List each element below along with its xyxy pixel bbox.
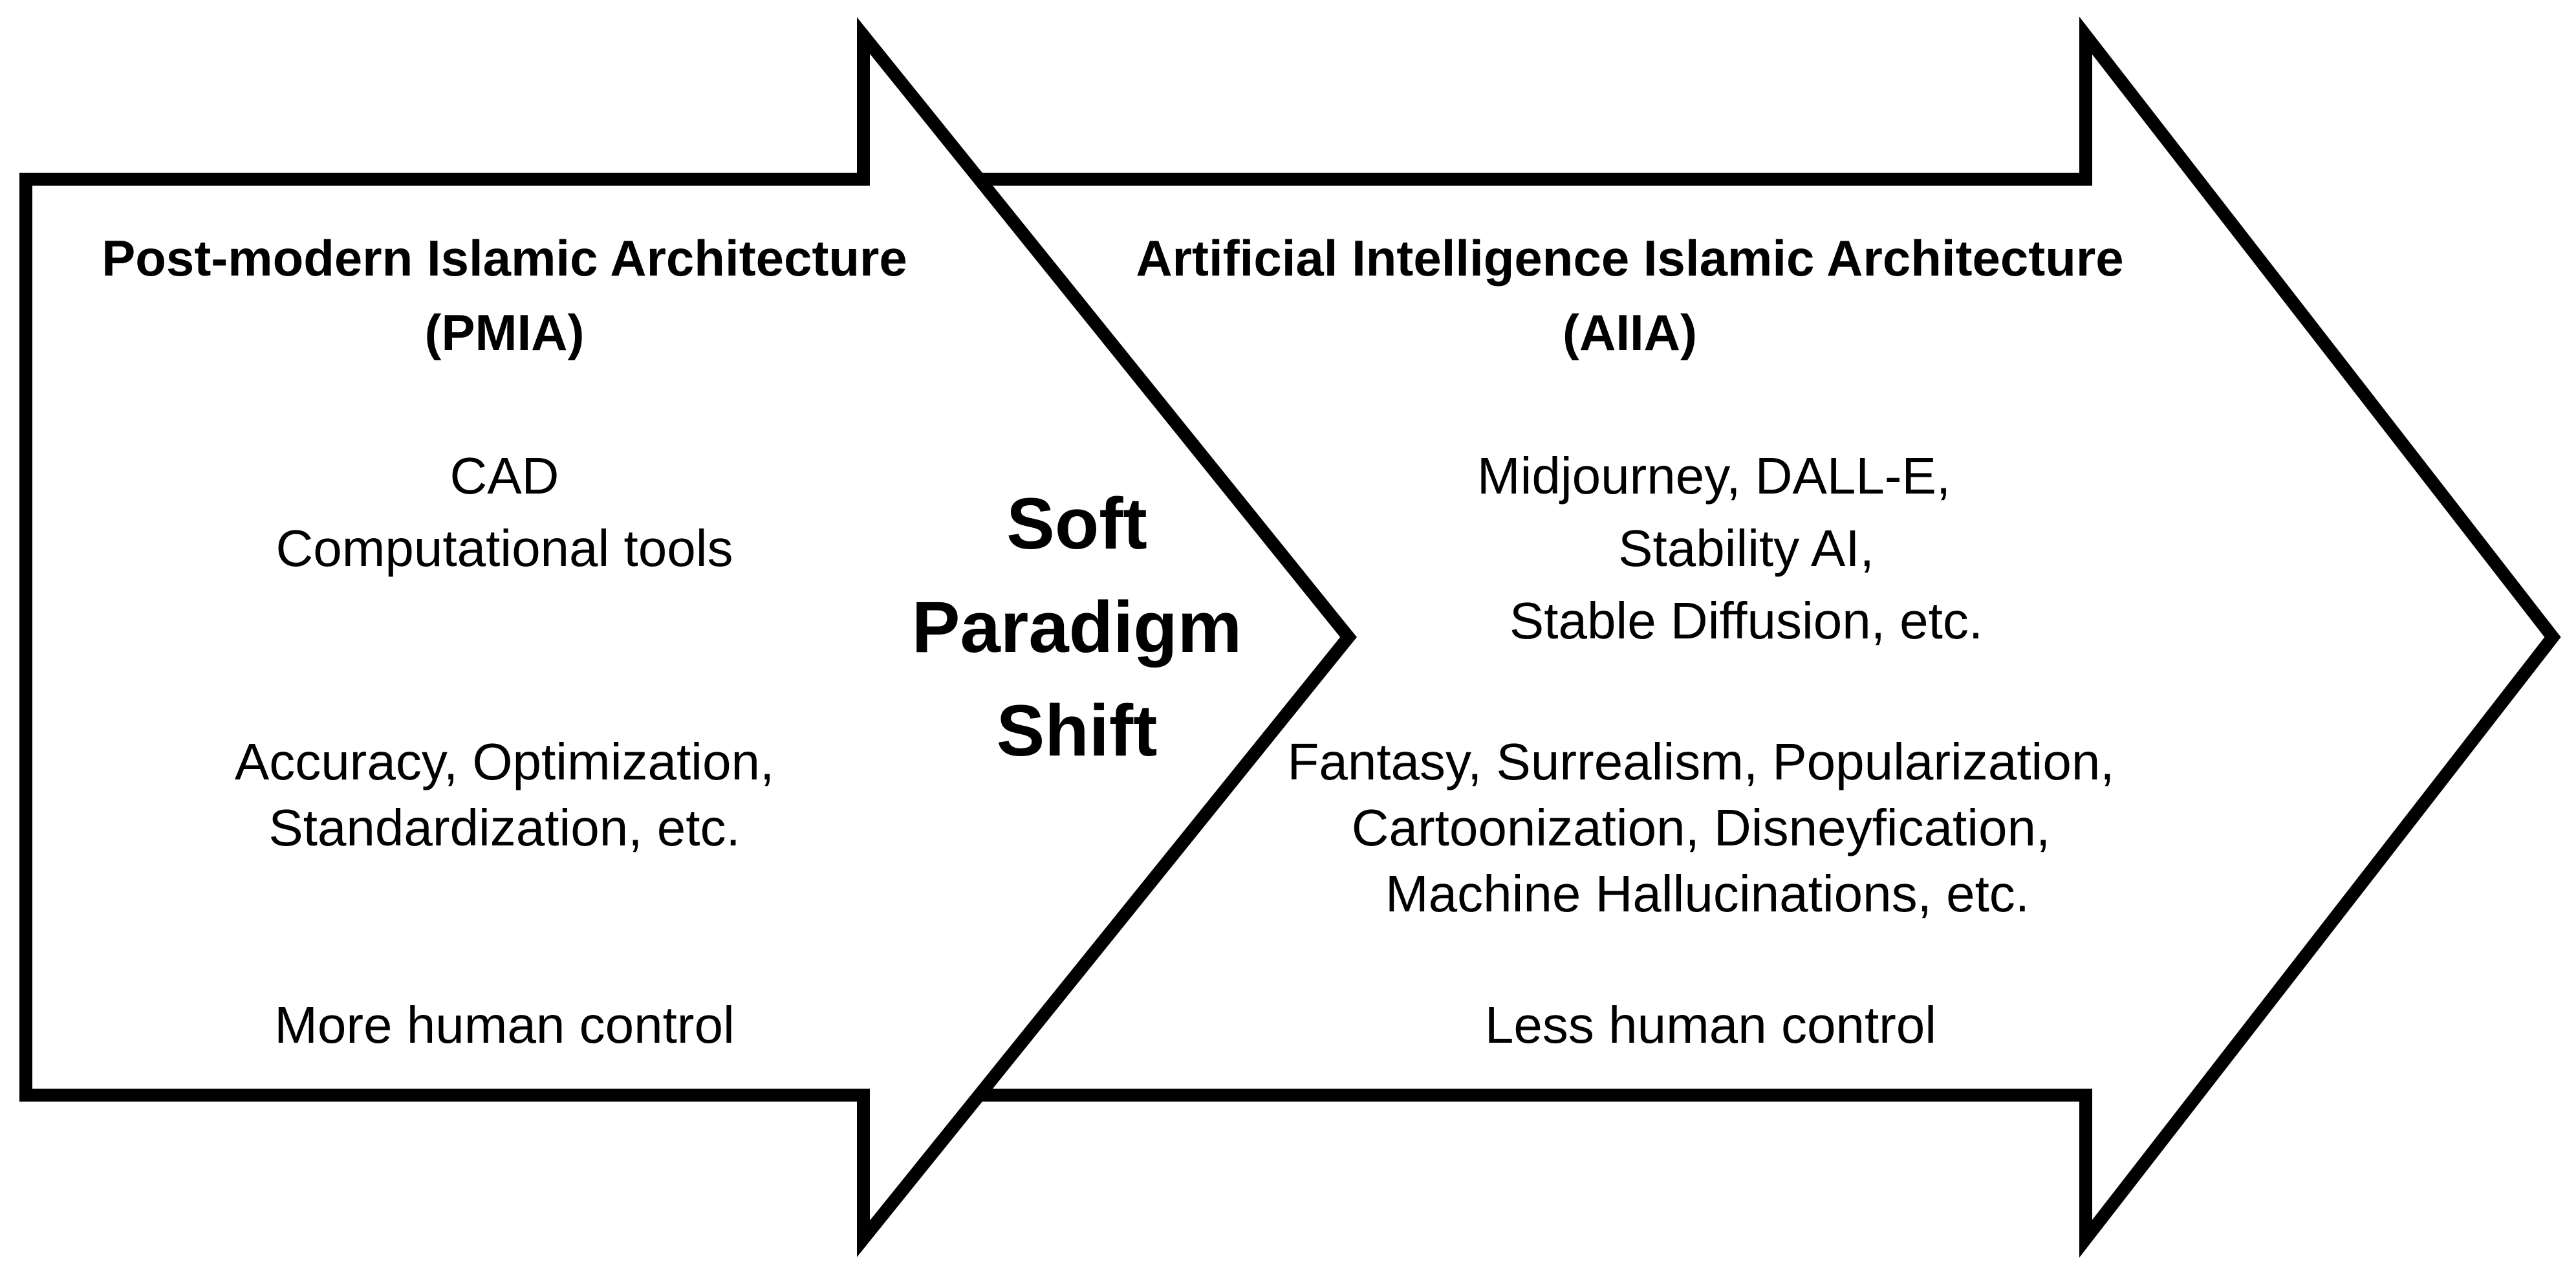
pmia-title-line2: (PMIA) xyxy=(424,304,585,361)
aiia-control: Less human control xyxy=(1484,996,1937,1054)
shift-label-line2: Paradigm xyxy=(911,587,1242,668)
aiia-qualities-line3: Machine Hallucinations, etc. xyxy=(1385,865,2030,922)
pmia-tools-line1: CAD xyxy=(449,447,559,505)
pmia-title-line1: Post-modern Islamic Architecture xyxy=(102,230,907,287)
aiia-tools-line3: Stable Diffusion, etc. xyxy=(1509,592,1984,649)
pmia-control: More human control xyxy=(274,996,735,1054)
aiia-tools-line1: Midjourney, DALL-E, xyxy=(1477,447,1951,505)
aiia-tools-line2: Stability AI, xyxy=(1618,519,1874,577)
pmia-arrow xyxy=(19,17,1357,1257)
aiia-qualities-line1: Fantasy, Surrealism, Popularization, xyxy=(1287,733,2115,790)
pmia-tools-line2: Computational tools xyxy=(276,519,733,577)
aiia-title-line1: Artificial Intelligence Islamic Architec… xyxy=(1136,230,2124,287)
pmia-qualities-line1: Accuracy, Optimization, xyxy=(234,733,775,790)
shift-label-line3: Shift xyxy=(996,690,1158,771)
pmia-qualities-line2: Standardization, etc. xyxy=(268,799,741,856)
aiia-title-line2: (AIIA) xyxy=(1563,304,1697,361)
aiia-qualities-line2: Cartoonization, Disneyfication, xyxy=(1351,799,2051,856)
shift-label-line1: Soft xyxy=(1006,483,1147,564)
